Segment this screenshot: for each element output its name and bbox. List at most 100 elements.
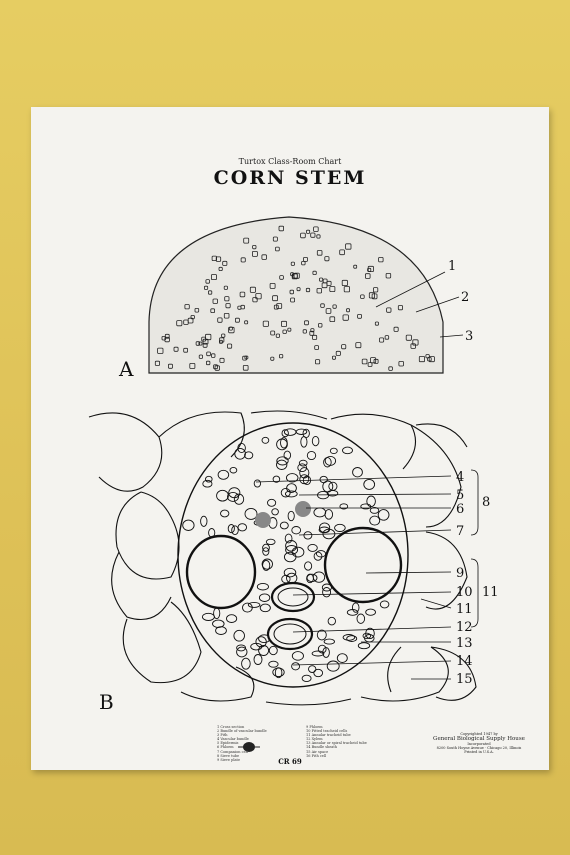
parenchyma-cell bbox=[111, 551, 172, 621]
bundle-cell bbox=[285, 545, 299, 555]
legend-item: 15 Air space bbox=[306, 749, 329, 754]
leader-line-3 bbox=[439, 334, 464, 338]
bundle-cell bbox=[283, 567, 297, 578]
vascular-bundle-dot bbox=[202, 342, 208, 348]
vascular-bundle-dot bbox=[198, 341, 203, 346]
diagram-svg: 1 2 3 A bbox=[88, 216, 499, 714]
chart-subtitle: Turtox Class-Room Chart bbox=[238, 157, 342, 166]
vascular-bundle-dot bbox=[239, 291, 246, 298]
vascular-bundle-dot bbox=[217, 317, 223, 323]
bundle-cell bbox=[363, 478, 376, 490]
vascular-bundle-dot bbox=[213, 364, 218, 370]
vascular-bundle-dot bbox=[272, 295, 279, 302]
bundle-cell bbox=[284, 490, 298, 498]
vascular-bundle-dot bbox=[379, 337, 385, 343]
bundle-cell bbox=[329, 447, 338, 455]
bundle-cell bbox=[261, 558, 273, 570]
vascular-bundle-dot bbox=[278, 354, 284, 359]
bracket-8 bbox=[470, 469, 479, 536]
parenchyma-cell bbox=[330, 413, 417, 470]
legend-item: 3 Pith bbox=[217, 733, 228, 738]
vascular-bundle-dot bbox=[279, 275, 284, 280]
vascular-bundle-dot bbox=[225, 303, 231, 309]
bundle-cell bbox=[356, 613, 366, 624]
bundle-cell bbox=[258, 645, 270, 656]
bundle-cell bbox=[237, 442, 246, 454]
bundle-cell bbox=[346, 635, 358, 642]
vascular-bundle-dot bbox=[427, 356, 432, 362]
bundle-cell bbox=[276, 438, 288, 451]
bundle-cell bbox=[324, 509, 334, 520]
phloem-patch-left bbox=[255, 512, 271, 528]
bracket-label-11: 11 bbox=[482, 585, 499, 600]
bundle-cell bbox=[311, 435, 320, 447]
bundle-cell bbox=[271, 508, 279, 516]
bundle-cell bbox=[247, 601, 261, 608]
vascular-bundle-dot bbox=[314, 359, 321, 365]
vascular-bundle-dot bbox=[203, 285, 209, 290]
bundle-cell bbox=[313, 668, 324, 678]
vascular-bundle-dot bbox=[371, 293, 378, 300]
vascular-bundle-dot bbox=[367, 267, 372, 272]
legend-item: 16 Pith cell bbox=[306, 753, 327, 758]
bundle-cell bbox=[291, 526, 302, 535]
vascular-bundle-dot bbox=[412, 339, 419, 346]
legend-item: 9 Sieve plate bbox=[217, 757, 241, 762]
vascular-bundle-dot bbox=[243, 237, 250, 244]
bundle-cell bbox=[323, 457, 332, 468]
legend-item: 6 Phloem bbox=[217, 745, 234, 750]
bundle-cell bbox=[233, 493, 245, 505]
vascular-bundle-dot bbox=[372, 287, 379, 293]
vascular-bundle-dot bbox=[211, 255, 218, 262]
bundle-cell bbox=[313, 507, 327, 518]
bundle-cell bbox=[297, 463, 308, 473]
parenchyma-cell bbox=[360, 646, 449, 702]
vascular-bundle-dot bbox=[316, 287, 322, 294]
bundle-cell bbox=[365, 627, 375, 640]
vascular-bundle-dot bbox=[221, 333, 226, 338]
figure-b-leaders bbox=[255, 469, 479, 680]
bundle-cell bbox=[253, 654, 263, 665]
bundle-cell bbox=[220, 509, 230, 518]
protoxylem-ring-upper bbox=[277, 587, 309, 607]
bundle-cell bbox=[258, 593, 271, 602]
vascular-bundle-dot bbox=[310, 328, 315, 333]
vascular-bundle-dot bbox=[272, 236, 278, 242]
vascular-bundle-dot bbox=[210, 274, 217, 280]
bundle-cell bbox=[369, 507, 380, 514]
vascular-bundle-dot bbox=[173, 346, 179, 352]
vascular-bundle-dot bbox=[262, 320, 269, 327]
legend-item: 2 Bundle of vascular bundle bbox=[217, 729, 267, 734]
vascular-bundle-dot bbox=[346, 308, 350, 313]
vascular-bundle-dot bbox=[304, 320, 309, 326]
leader-line-1 bbox=[375, 271, 446, 308]
vascular-bundle-dot bbox=[273, 304, 279, 310]
vascular-bundle-dot bbox=[202, 338, 209, 345]
legend-item: 14 Bundle sheath bbox=[306, 745, 338, 750]
legend-item: 11 Annular tracheid tube bbox=[306, 733, 351, 738]
bundle-cell bbox=[236, 646, 248, 658]
vascular-bundle-dot bbox=[343, 286, 351, 293]
vascular-bundle-dot bbox=[353, 264, 358, 269]
bundle-cell bbox=[237, 523, 248, 532]
bundle-cell bbox=[346, 609, 359, 616]
legend-item: 9 Phloem bbox=[306, 725, 323, 729]
vascular-bundle-dot bbox=[187, 317, 194, 324]
publisher-copyright: Copyrighted 1947 by bbox=[460, 732, 498, 736]
bundle-cell bbox=[267, 498, 277, 507]
parenchyma-cell bbox=[115, 491, 180, 580]
bundle-cell bbox=[322, 480, 334, 493]
vascular-bundle-dot bbox=[198, 354, 203, 359]
bundle-cell bbox=[379, 600, 390, 609]
parenchyma-cell bbox=[88, 412, 163, 492]
vascular-bundle-dot bbox=[223, 285, 228, 290]
bracket-label-8: 8 bbox=[482, 495, 490, 510]
vascular-bundle-dot bbox=[278, 225, 284, 232]
bundle-cell bbox=[287, 510, 295, 522]
bundle-cell bbox=[265, 538, 276, 546]
leader-line-11 bbox=[420, 598, 452, 609]
vascular-bundle-dot bbox=[360, 294, 365, 299]
bundle-cell bbox=[202, 479, 213, 488]
bundle-cell bbox=[268, 660, 279, 668]
label-6: 6 bbox=[456, 502, 464, 517]
